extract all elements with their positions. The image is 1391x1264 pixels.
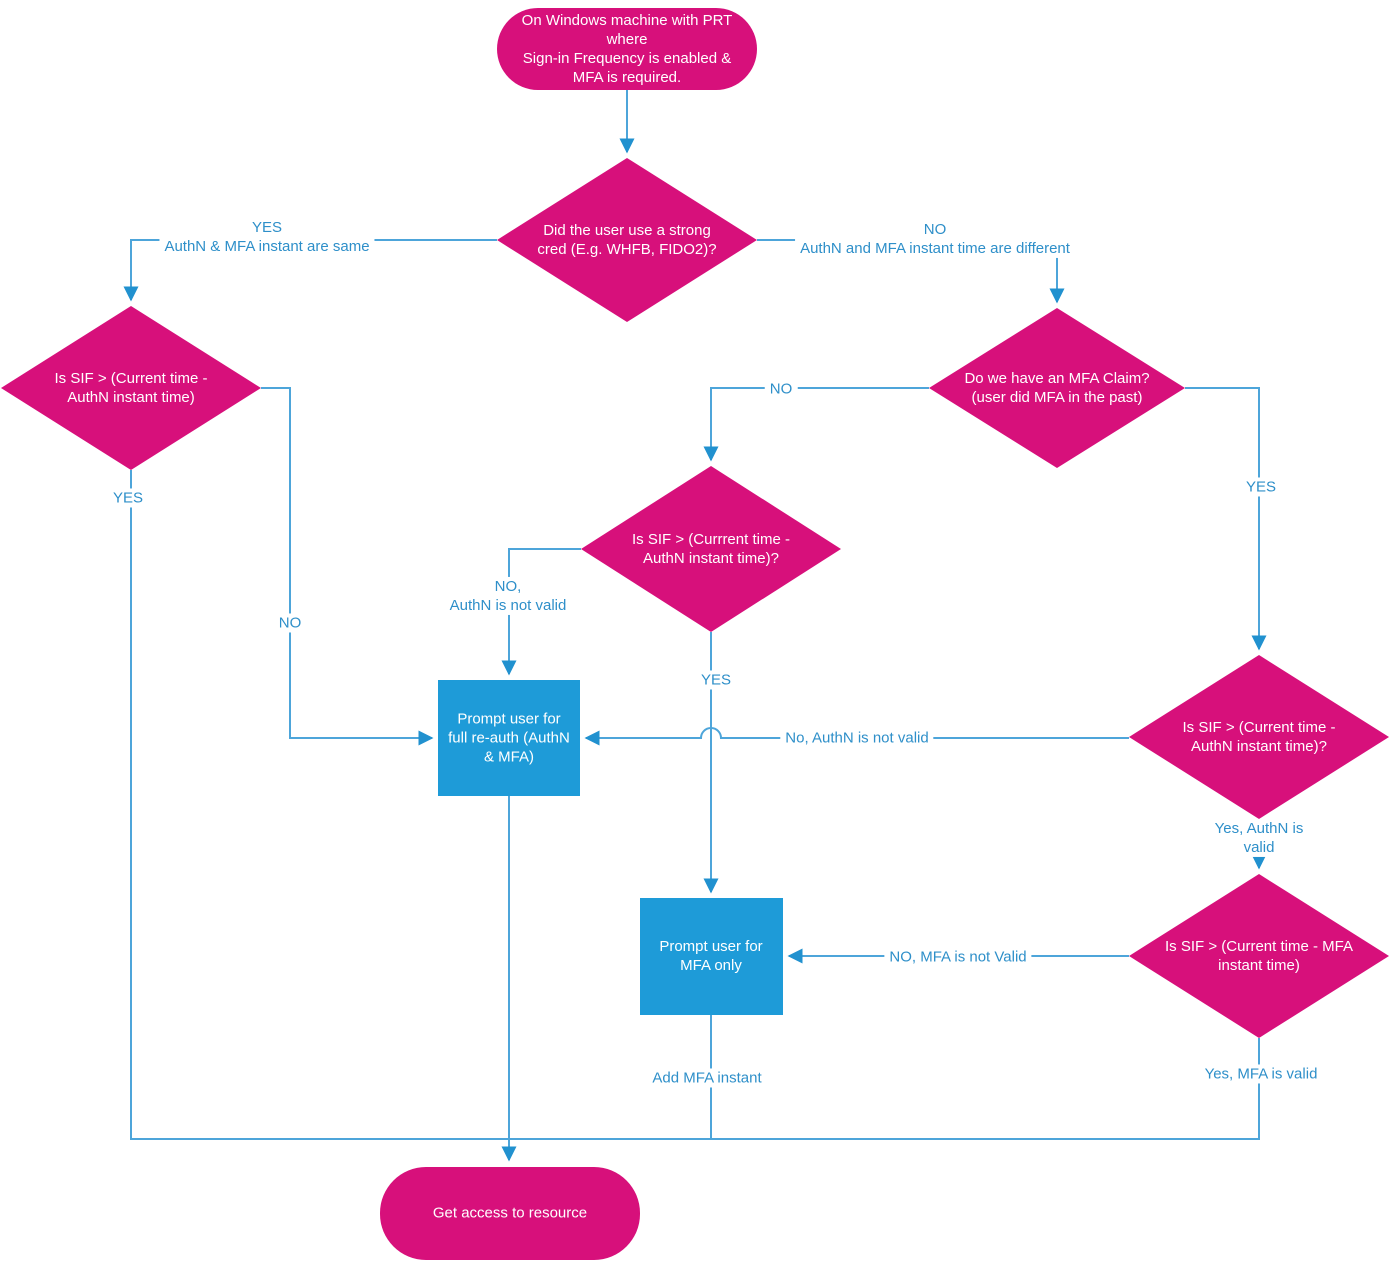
decision-sif-mfa-label: Is SIF > (Current time - MFA instant tim… [1165,937,1353,974]
edge-no-authn-invalid-to-full-reauth [501,548,581,676]
decision-sif-authn-left-label: Is SIF > (Current time - AuthN instant t… [54,369,208,406]
edge-label-no-authn-not-valid-mid: NO, AuthN is not valid [444,576,572,616]
edge-label-yes-mid: YES [695,670,737,690]
edge-yes-authn-mfa-same [123,239,497,302]
edge-label-yes-left: YES [107,488,149,508]
edge-label-no-claim: NO [764,379,798,399]
start-node-shape [497,8,757,90]
edge-label-no-mfa-not-valid: NO, MFA is not Valid [884,947,1032,967]
edge-no-claim-to-sif-mid [703,387,929,462]
end-node-label: Get access to resource [432,1204,588,1222]
edge-yes-mfa-valid-to-access [509,1038,1260,1140]
process-mfa-only-shape [640,898,783,1015]
decision-sif-authn-right-label: Is SIF > (Current time - AuthN instant t… [1182,718,1336,755]
edge-label-yes-claim: YES [1240,477,1282,497]
decision-sif-mfa-shape [1129,874,1389,1038]
edge-no-authn-invalid-right-to-full-reauth [584,727,1129,746]
decision-sif-authn-mid-shape [581,466,841,632]
edge-label-no-different: NO AuthN and MFA instant time are differ… [795,219,1075,259]
start-node-label: On Windows machine with PRT where Sign-i… [521,11,733,87]
edge-label-yes-mfa-valid: Yes, MFA is valid [1199,1064,1323,1084]
end-node-shape [380,1167,640,1260]
edge-label-yes-same: YES AuthN & MFA instant are same [159,217,375,257]
edge-label-no-authn-not-valid-right: No, AuthN is not valid [780,728,934,748]
decision-sif-authn-right-shape [1129,655,1389,819]
process-full-reauth-label: Prompt user for full re-auth (AuthN & MF… [448,710,570,766]
decision-strong-cred-label: Did the user use a strong cred (E.g. WHF… [537,221,717,258]
decision-mfa-claim-shape [929,308,1185,468]
edge-yes-claim-to-sif-right [1185,387,1267,651]
decision-mfa-claim-label: Do we have an MFA Claim? (user did MFA i… [964,369,1150,406]
edge-label-no-left: NO [273,613,307,633]
process-mfa-only-label: Prompt user for MFA only [659,937,763,974]
edge-no-to-full-reauth [261,387,434,746]
decision-sif-authn-left-shape [1,306,261,470]
edge-yes-left-to-access [130,470,509,1140]
edge-label-yes-authn-valid: Yes, AuthN is valid [1193,818,1325,858]
process-full-reauth-shape [438,680,580,796]
decision-strong-cred-shape [497,158,757,322]
edge-label-add-mfa-instant: Add MFA instant [647,1068,767,1088]
decision-sif-authn-mid-label: Is SIF > (Currrent time - AuthN instant … [632,530,790,567]
